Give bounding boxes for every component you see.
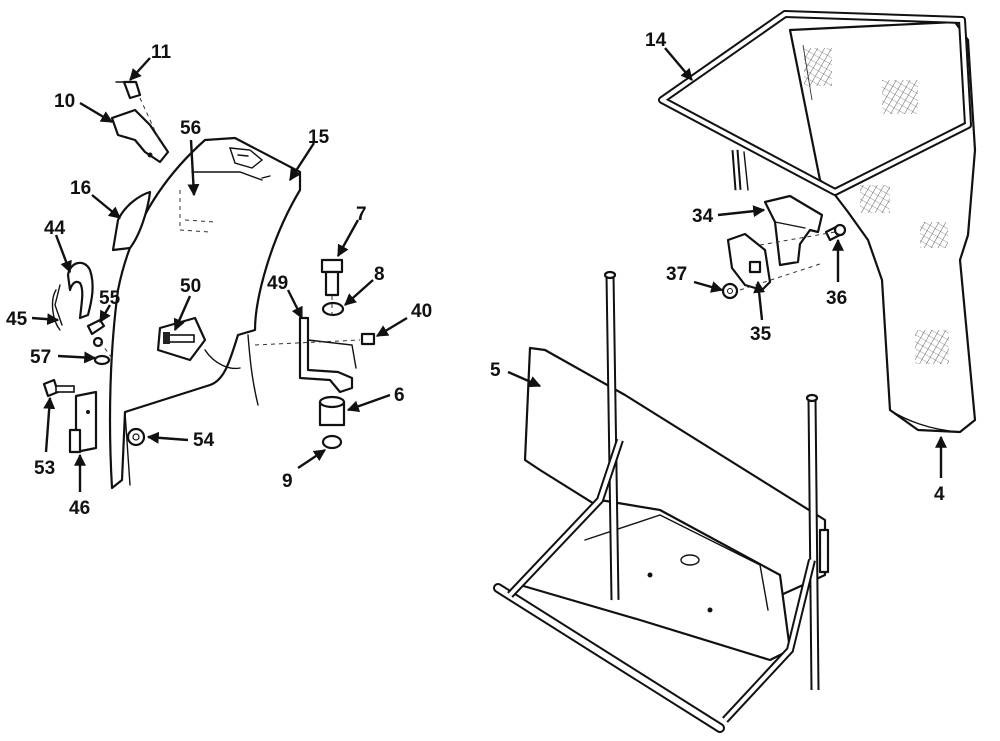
flap-part-16 (111, 190, 152, 252)
callout-10: 10 (54, 91, 75, 112)
callout-4: 4 (934, 484, 945, 505)
callout-8: 8 (374, 264, 385, 285)
callout-15: 15 (308, 127, 330, 148)
grass-bag-part-4 (788, 20, 977, 434)
callout-labels: 11 10 56 15 16 44 7 8 49 50 40 55 45 57 … (6, 30, 945, 519)
callout-56: 56 (180, 118, 201, 139)
hinge-part-46 (68, 390, 98, 454)
nut-part-40 (360, 332, 376, 346)
callout-36: 36 (826, 288, 847, 309)
callout-46: 46 (69, 498, 90, 519)
washer-part-8 (321, 301, 345, 317)
spacer-part-6 (318, 395, 346, 427)
mount-frame-part-5 (493, 270, 830, 733)
callout-54: 54 (193, 430, 215, 451)
callout-50: 50 (180, 276, 201, 297)
callout-16: 16 (70, 178, 91, 199)
nut-part-9 (321, 434, 343, 450)
latch-part-10 (110, 108, 170, 164)
callout-53: 53 (34, 458, 55, 479)
bracket-part-35 (726, 232, 772, 292)
frame-part-14 (658, 10, 972, 196)
pin-part-55 (86, 318, 106, 348)
callout-57: 57 (30, 347, 51, 368)
callout-14: 14 (645, 30, 667, 51)
callout-45: 45 (6, 309, 28, 330)
bolt-part-7 (320, 258, 344, 297)
screw-part-36 (824, 223, 847, 242)
callout-37: 37 (666, 264, 687, 285)
callout-44: 44 (44, 218, 66, 239)
callout-6: 6 (394, 385, 405, 406)
bolt-part-53 (42, 378, 75, 398)
callout-34: 34 (692, 206, 714, 227)
nut-part-37 (721, 282, 739, 300)
bracket-part-34 (763, 194, 824, 267)
callout-40: 40 (411, 301, 432, 322)
callout-11: 11 (151, 42, 172, 63)
bracket-part-49 (298, 316, 357, 394)
rivet-part-11 (115, 80, 142, 100)
callout-55: 55 (99, 288, 121, 309)
nut-part-54 (126, 427, 146, 447)
callout-9: 9 (282, 471, 293, 492)
leader-arrows (31, 47, 947, 492)
callout-7: 7 (356, 204, 367, 225)
plate-part-50 (156, 316, 207, 362)
callout-5: 5 (490, 360, 501, 381)
lever-part-44 (51, 261, 94, 331)
callout-35: 35 (750, 324, 772, 345)
callout-49: 49 (267, 273, 288, 294)
clip-part-57 (93, 354, 111, 366)
